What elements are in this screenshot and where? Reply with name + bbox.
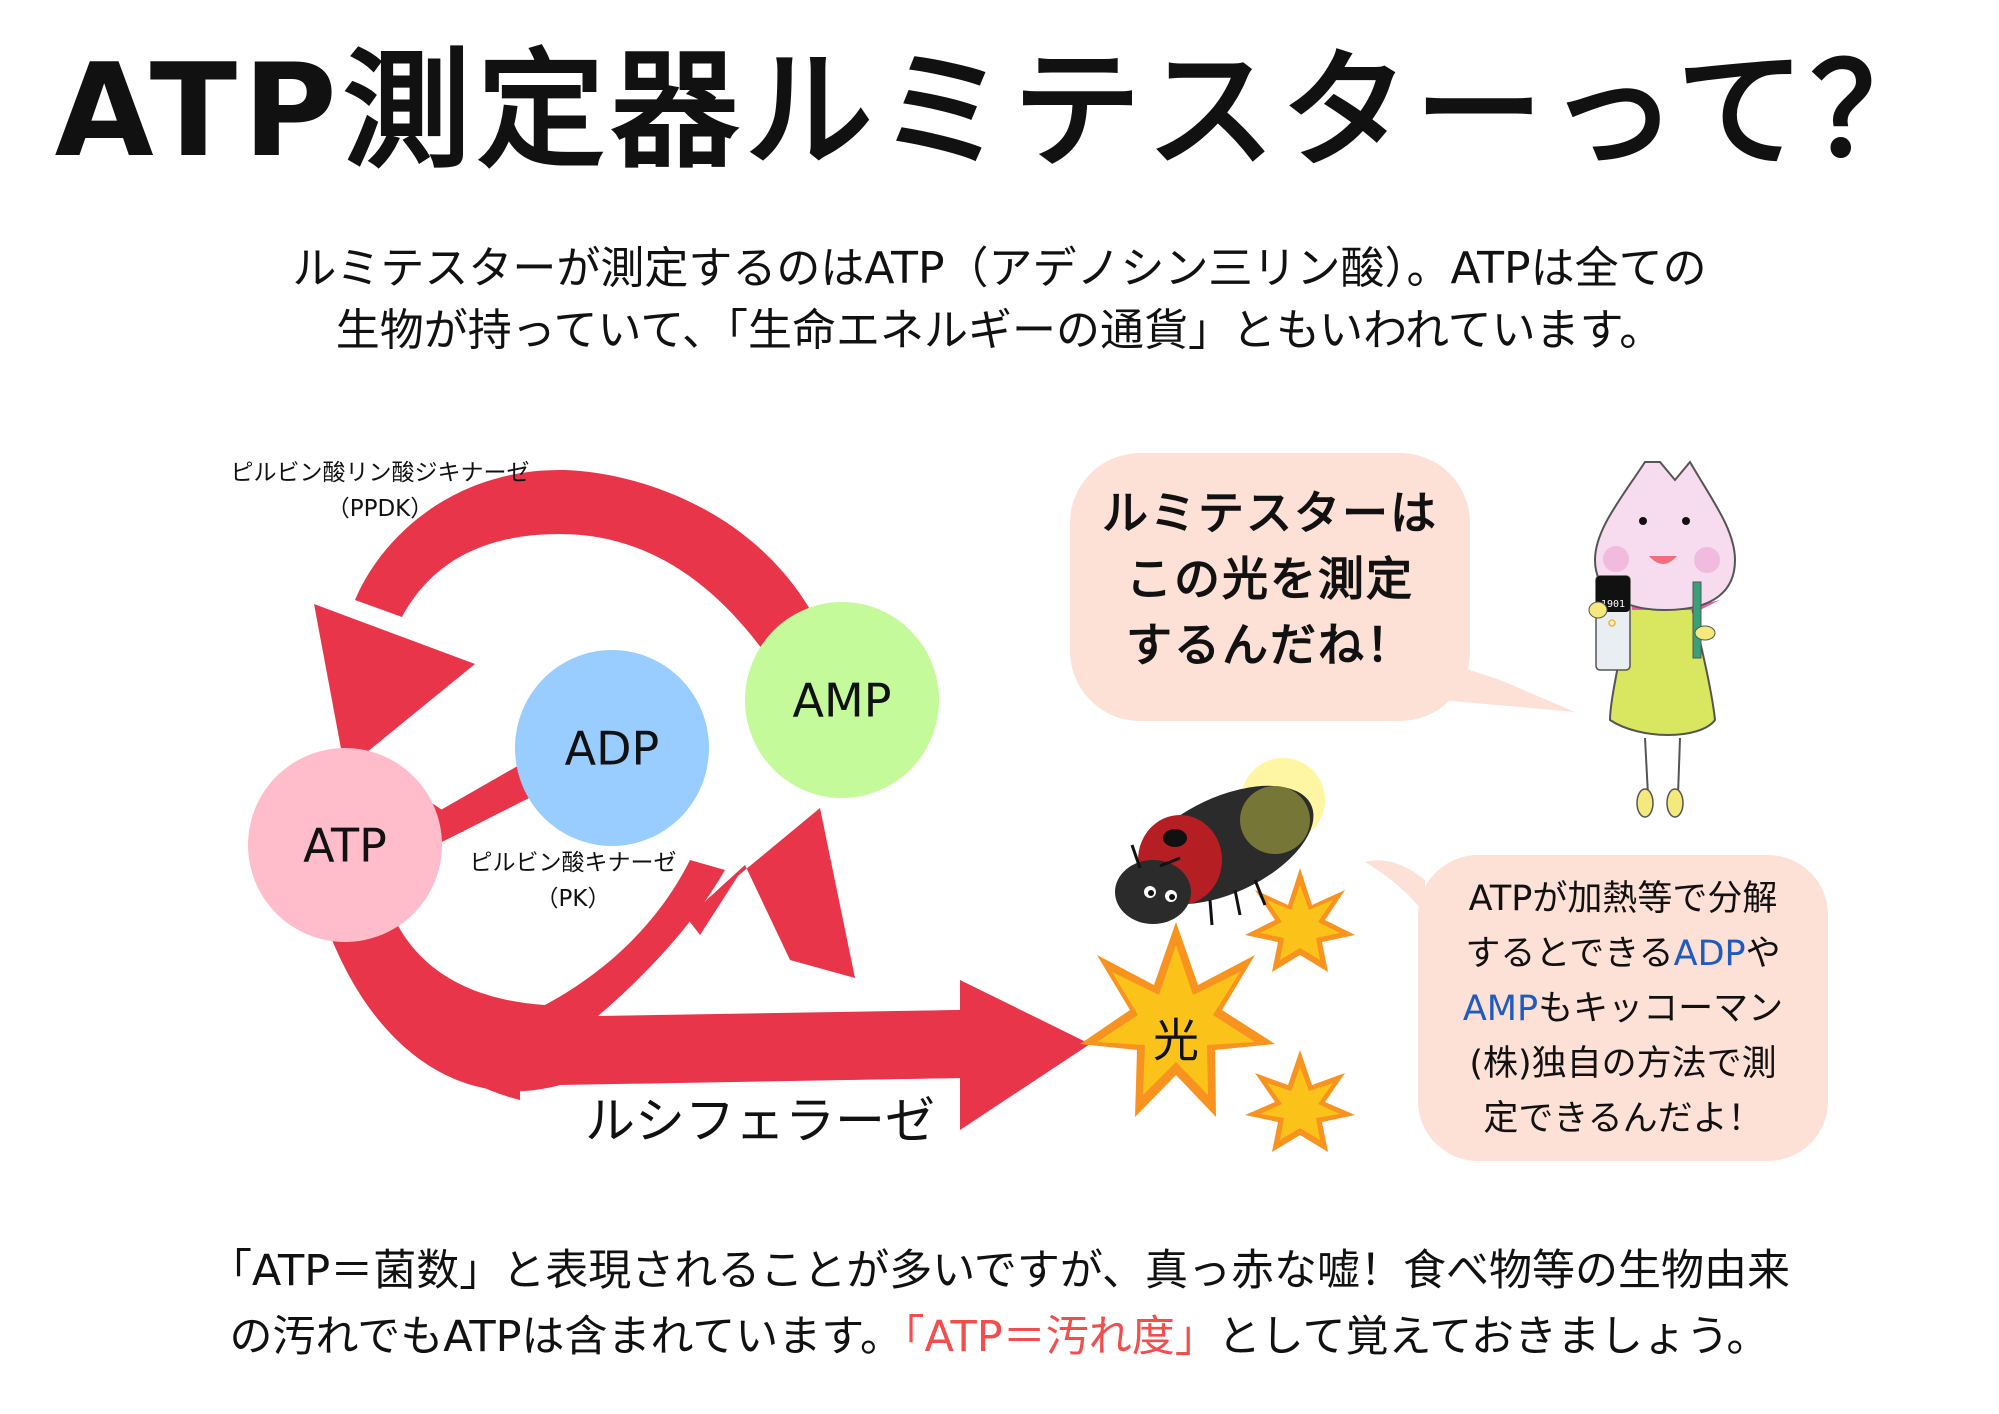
speech-bubble-top-text: ルミテスターは この光を測定 するんだね！ — [1070, 480, 1470, 678]
amp-label: AMP — [793, 674, 892, 728]
bubble-bottom-line-3b: もキッコーマン — [1538, 989, 1784, 1029]
adp-circle — [515, 650, 709, 846]
ppdk-name: ピルビン酸リン酸ジキナーゼ — [231, 460, 530, 486]
light-label: 光 — [1153, 1014, 1199, 1068]
bubble-bottom-tail — [1365, 860, 1425, 915]
light-star-large: 光 — [1080, 922, 1275, 1117]
bubble-bottom-line-4: (株)独自の方法で測 — [1469, 1044, 1777, 1084]
speech-bubble-bottom — [1418, 855, 1828, 1161]
intro-line-1: ルミテスターが測定するのはATP（アデノシン三リン酸）。ATPは全ての — [292, 243, 1707, 294]
light-star-small-top — [1245, 868, 1355, 972]
pk-name: ピルビン酸キナーゼ — [470, 850, 677, 876]
luciferase-label: ルシフェラーゼ — [585, 1092, 935, 1150]
bubble-top-line-1: ルミテスターは — [1102, 486, 1438, 540]
footer-text: 「ATP＝菌数」と表現されることが多いですが、真っ赤な嘘！食べ物等の生物由来 の… — [0, 1238, 1999, 1370]
adp-highlight: ADP — [1673, 934, 1746, 974]
footer-line-2c: として覚えておきましょう。 — [1217, 1312, 1770, 1362]
luciferase-arrow — [330, 808, 1090, 1130]
node-amp: AMP — [745, 602, 939, 798]
bubble-bottom-line-3: AMPもキッコーマン — [1418, 982, 1828, 1037]
intro-text: ルミテスターが測定するのはATP（アデノシン三リン酸）。ATPは全ての 生物が持… — [0, 238, 1999, 362]
node-atp: ATP — [248, 748, 442, 942]
firefly-icon — [1115, 758, 1325, 926]
ppdk-abbr: （PPDK） — [327, 496, 434, 522]
adp-label: ADP — [565, 722, 660, 776]
bubble-bottom-line-2: するとできるADPや — [1418, 927, 1828, 982]
bubble-bottom-line-2c: や — [1745, 934, 1781, 974]
bubble-bottom-line-5: 定できるんだよ！ — [1483, 1099, 1763, 1139]
speech-bubble-top — [1070, 453, 1470, 721]
amp-highlight: AMP — [1462, 989, 1539, 1029]
ppdk-arrow — [314, 470, 815, 770]
light-star-small-bottom — [1245, 1050, 1355, 1152]
footer-line-2: の汚れでもATPは含まれています。「ATP＝汚れ度」として覚えておきましょう。 — [0, 1304, 1999, 1370]
atp-circle — [248, 748, 442, 942]
node-adp: ADP — [515, 650, 709, 846]
footer-line-1: 「ATP＝菌数」と表現されることが多いですが、真っ赤な嘘！食べ物等の生物由来 — [208, 1246, 1791, 1296]
mascot-character: 1901 — [1588, 460, 1737, 818]
bubble-top-line-2: この光を測定 — [1126, 552, 1414, 606]
pk-abbr: （PK） — [536, 886, 611, 912]
intro-line-2: 生物が持っていて、「生命エネルギーの通貨」ともいわれています。 — [335, 305, 1664, 356]
footer-highlight: 「ATP＝汚れ度」 — [902, 1312, 1218, 1362]
bubble-top-tail — [1440, 660, 1575, 712]
footer-line-2a: の汚れでもATPは含まれています。 — [229, 1312, 903, 1362]
page-title: ATP測定器ルミテスターって？ — [54, 37, 1945, 186]
bubble-bottom-line-2a: するとできる — [1465, 934, 1674, 974]
device-reading: 1901 — [1601, 599, 1625, 610]
bubble-bottom-line-1: ATPが加熱等で分解 — [1468, 879, 1778, 919]
atp-label: ATP — [303, 819, 387, 873]
bubble-top-line-3: するんだね！ — [1126, 618, 1414, 672]
speech-bubble-bottom-text: ATPが加熱等で分解 するとできるADPや AMPもキッコーマン (株)独自の方… — [1418, 872, 1828, 1147]
amp-circle — [745, 602, 939, 798]
